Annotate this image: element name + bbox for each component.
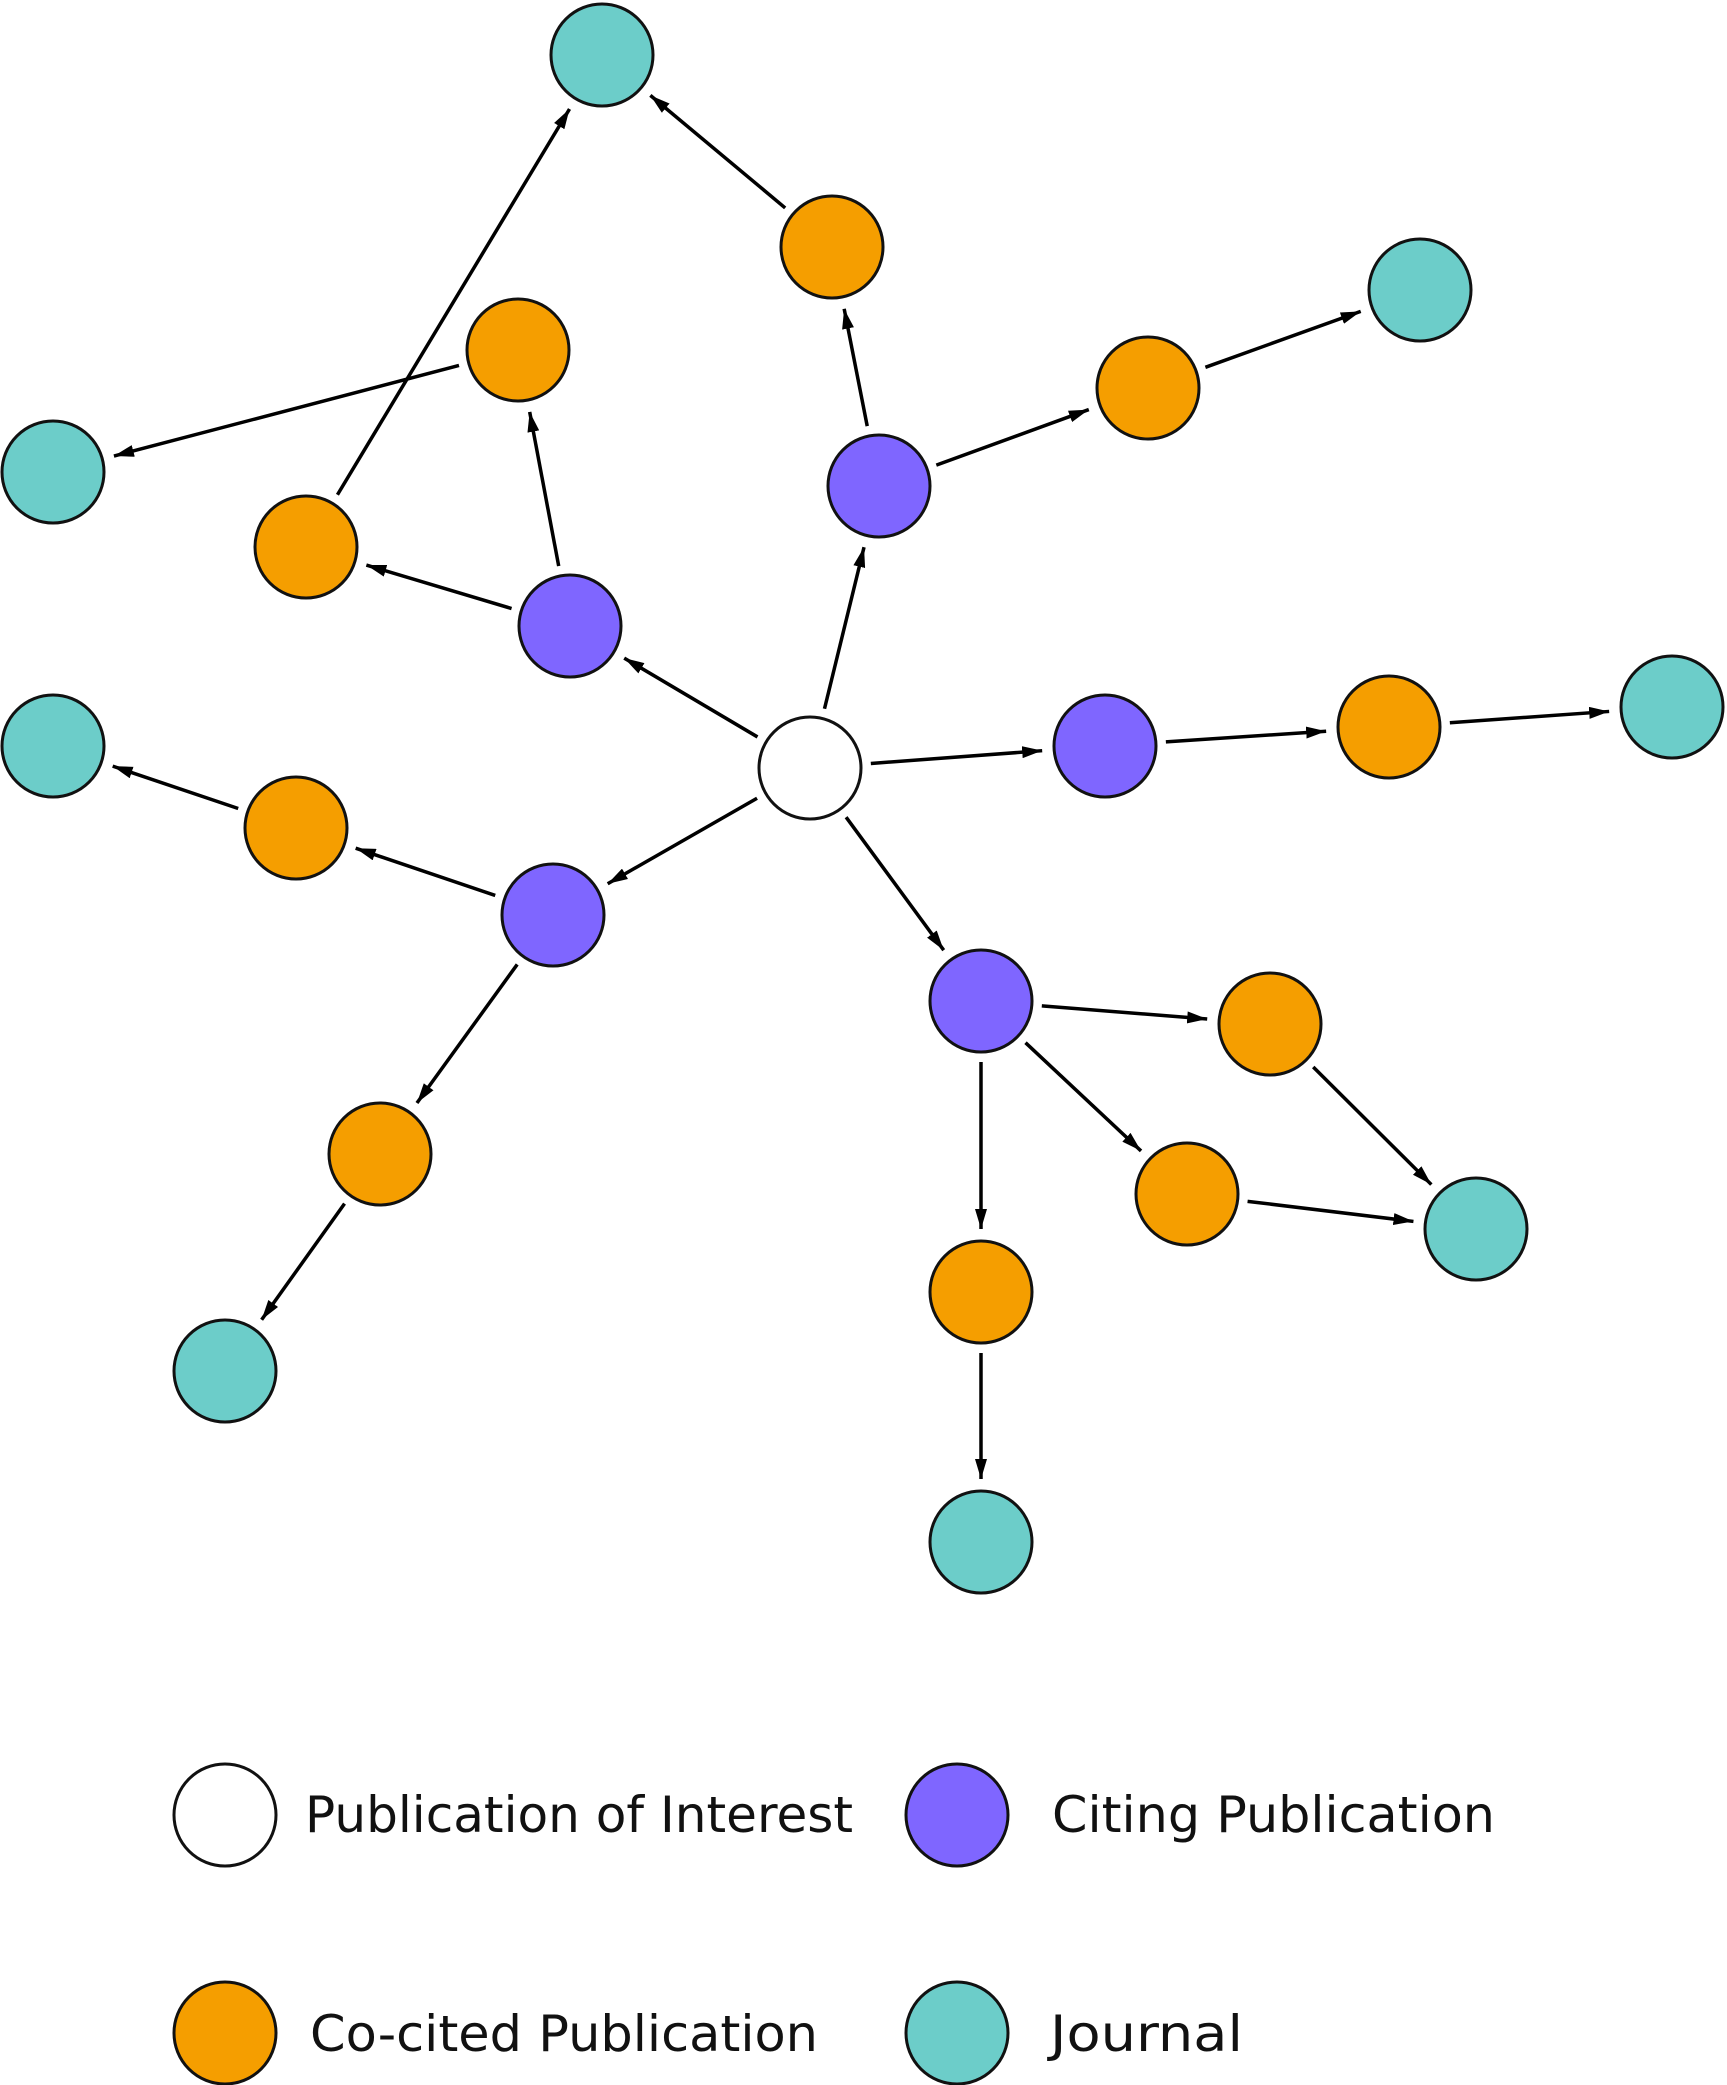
node-co-7 (327, 1101, 433, 1207)
edge-co-5-to-jr-4 (1449, 706, 1610, 725)
edge-center-to-cite-d (606, 796, 758, 886)
edge-co-3-to-jr-2 (649, 94, 787, 210)
legend-swatch-citing-publication (904, 1762, 1010, 1868)
edge-center-to-cite-b (822, 546, 866, 710)
edge-co-9-to-jr-7 (1247, 1199, 1414, 1225)
nodes-layer (0, 2, 1725, 1595)
edge-center-to-cite-e (844, 816, 946, 952)
node-co-8 (1217, 971, 1323, 1077)
node-co-6 (243, 775, 349, 881)
node-jr-6 (172, 1318, 278, 1424)
node-co-9 (1134, 1141, 1240, 1247)
edge-cite-d-to-co-6 (355, 846, 496, 898)
legend-label-journal: Journal (1047, 2005, 1243, 2063)
edge-co-6-to-jr-5 (112, 764, 239, 811)
node-co-3 (779, 194, 885, 300)
node-cite-e (928, 948, 1034, 1054)
node-co-10 (928, 1239, 1034, 1345)
legend-item-publication-of-interest: Publication of Interest (172, 1762, 853, 1868)
node-jr-5 (0, 693, 106, 799)
legend-label-publication-of-interest: Publication of Interest (305, 1786, 853, 1844)
legend-label-citing-publication: Citing Publication (1052, 1786, 1495, 1844)
node-jr-7 (1423, 1176, 1529, 1282)
node-jr-1 (0, 419, 106, 525)
node-cite-a (517, 573, 623, 679)
edge-cite-a-to-co-2 (365, 563, 513, 611)
legend-swatch-co-cited-publication (172, 1980, 278, 2085)
legend-item-citing-publication: Citing Publication (904, 1762, 1495, 1868)
node-co-5 (1336, 674, 1442, 780)
edge-cite-d-to-co-7 (415, 963, 519, 1104)
edge-cite-e-to-co-8 (1041, 1004, 1208, 1024)
edge-cite-b-to-co-3 (842, 308, 869, 427)
legend-label-co-cited-publication: Co-cited Publication (310, 2005, 818, 2063)
edge-co-2-to-jr-2 (335, 108, 572, 496)
edge-cite-a-to-co-1 (527, 411, 561, 567)
edge-cite-c-to-co-5 (1165, 726, 1327, 744)
node-co-4 (1095, 335, 1201, 441)
edge-center-to-cite-c (870, 746, 1043, 766)
legend-swatch-publication-of-interest (172, 1762, 278, 1868)
node-co-1 (465, 297, 571, 403)
node-co-2 (253, 494, 359, 600)
node-cite-c (1052, 693, 1158, 799)
edge-co-4-to-jr-3 (1204, 309, 1362, 369)
node-cite-b (826, 433, 932, 539)
node-jr-3 (1367, 237, 1473, 343)
edge-cite-e-to-co-9 (1024, 1041, 1143, 1153)
edges-layer (112, 94, 1610, 1479)
node-center (757, 715, 863, 821)
legend-item-co-cited-publication: Co-cited Publication (172, 1980, 818, 2085)
edge-cite-b-to-co-4 (935, 407, 1090, 467)
edge-co-7-to-jr-6 (260, 1202, 346, 1321)
legend: Publication of Interest Citing Publicati… (172, 1762, 1495, 2085)
node-jr-4 (1619, 654, 1725, 760)
edge-co-8-to-jr-7 (1312, 1065, 1433, 1186)
node-cite-d (500, 862, 606, 968)
edge-co-1-to-jr-1 (113, 363, 460, 458)
node-jr-2 (549, 2, 655, 108)
legend-item-journal: Journal (904, 1980, 1243, 2085)
node-jr-8 (928, 1489, 1034, 1595)
legend-swatch-journal (904, 1980, 1010, 2085)
edge-center-to-cite-a (623, 656, 759, 739)
